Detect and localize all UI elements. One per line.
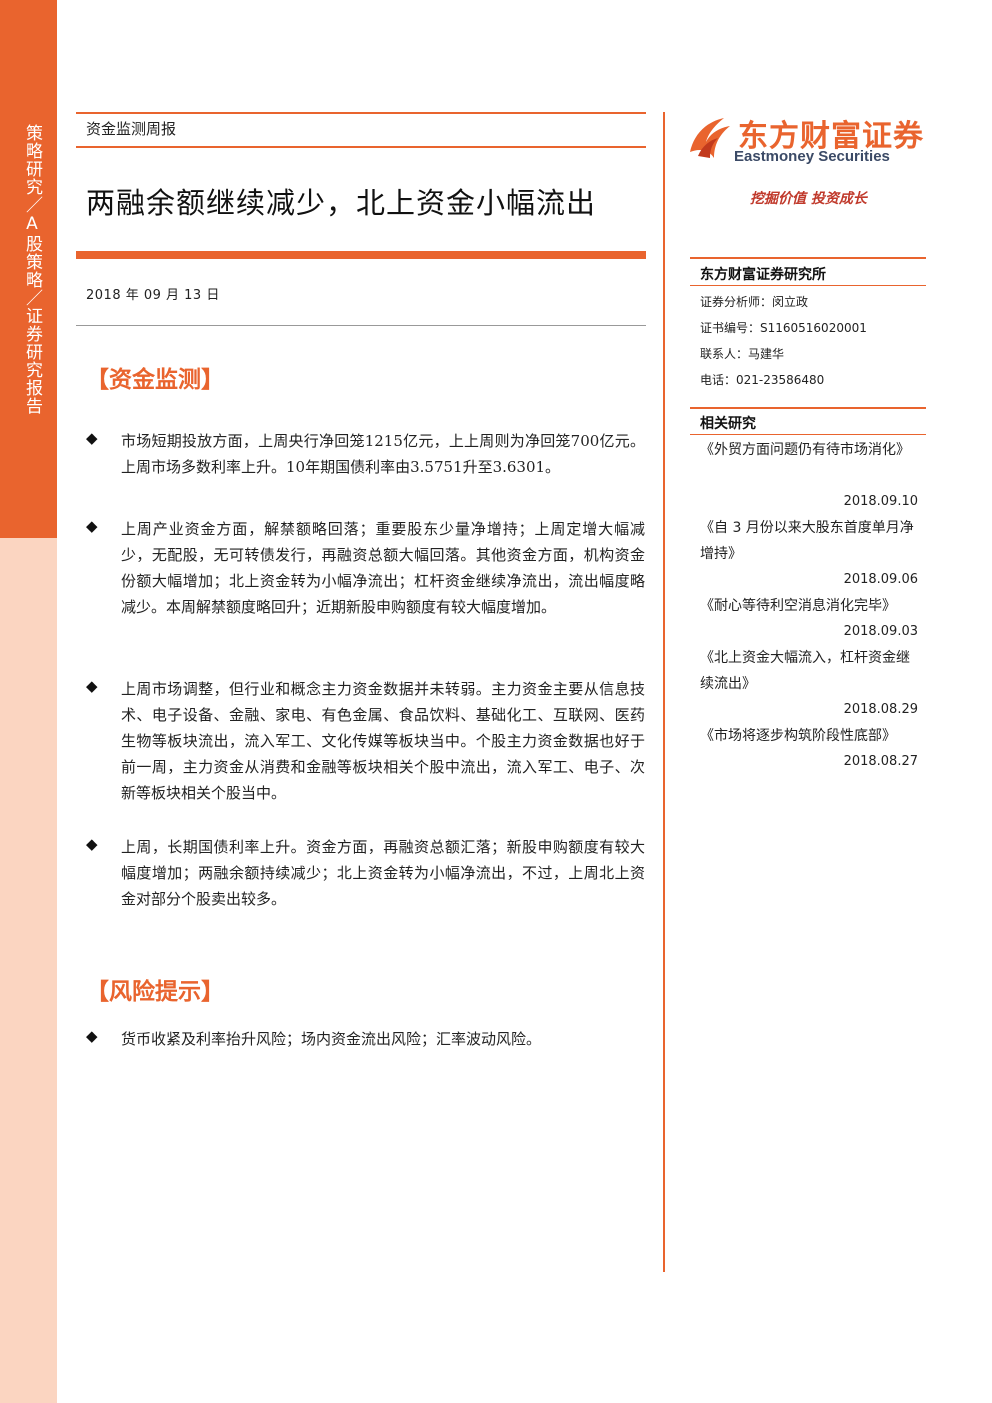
diamond-bullet-icon: ◆	[86, 1027, 98, 1045]
related-item-date: 2018.09.03	[843, 624, 918, 639]
report-title: 两融余额继续减少，北上资金小幅流出	[86, 186, 597, 220]
diamond-bullet-icon: ◆	[86, 517, 98, 535]
diamond-bullet-icon: ◆	[86, 835, 98, 853]
related-item-date: 2018.09.06	[843, 572, 918, 587]
header-sub-rule	[76, 146, 646, 148]
related-research-heading: 相关研究	[700, 416, 756, 432]
flame-logo-icon	[690, 118, 730, 158]
institute-bottom-rule	[690, 285, 926, 286]
section-heading-risk: 【风险提示】	[86, 978, 224, 1005]
related-item-title[interactable]: 《市场将逐步构筑阶段性底部》	[700, 728, 896, 744]
bullet-text: 市场短期投放方面，上周央行净回笼1215亿元，上上周则为净回笼700亿元。上周市…	[121, 432, 645, 476]
analyst-name: 证券分析师：闵立政	[700, 295, 809, 309]
institute-top-rule	[690, 257, 926, 259]
sidebar-band-lower	[0, 538, 57, 1403]
diamond-bullet-icon: ◆	[86, 677, 98, 695]
certificate-number: 证书编号：S1160516020001	[700, 321, 867, 335]
brand-name-cn: 东方财富证券	[738, 119, 924, 154]
contact-person: 联系人：马建华	[700, 347, 785, 361]
sidebar-band	[0, 0, 57, 538]
related-item-date: 2018.08.27	[843, 754, 918, 769]
bullet-text: 上周产业资金方面，解禁额略回落；重要股东少量净增持；上周定增大幅减少，无配股，无…	[121, 520, 645, 616]
related-item-date: 2018.08.29	[843, 702, 918, 717]
section-heading-monitor: 【资金监测】	[86, 366, 224, 393]
report-date: 2018 年 09 月 13 日	[86, 288, 220, 303]
report-type: 资金监测周报	[86, 120, 177, 138]
phone-number: 电话：021-23586480	[700, 373, 825, 387]
related-item-date: 2018.09.10	[843, 494, 918, 509]
related-top-rule	[690, 407, 926, 409]
brand-name-en: Eastmoney Securities	[734, 148, 890, 165]
bullet-text: 货币收紧及利率抬升风险；场内资金流出风险；汇率波动风险。	[121, 1030, 542, 1048]
related-item-title[interactable]: 《自 3 月份以来大股东首度单月净增持》	[700, 520, 914, 562]
related-item-title[interactable]: 《外贸方面问题仍有待市场消化》	[700, 442, 910, 458]
header-top-rule	[76, 112, 646, 114]
sidebar-category-label: 策略研究／A股策略／证券研究报告	[22, 124, 42, 415]
related-item-title[interactable]: 《北上资金大幅流入，杠杆资金继续流出》	[700, 650, 910, 692]
related-item-title[interactable]: 《耐心等待利空消息消化完毕》	[700, 598, 896, 614]
bullet-text: 上周市场调整，但行业和概念主力资金数据并未转弱。主力资金主要从信息技术、电子设备…	[121, 680, 645, 802]
related-bottom-rule	[690, 434, 926, 435]
date-rule	[76, 325, 646, 326]
title-thick-rule	[76, 251, 646, 259]
column-divider	[663, 112, 665, 1272]
bullet-text: 上周，长期国债利率上升。资金方面，再融资总额汇落；新股申购额度有较大幅度增加；两…	[121, 838, 645, 908]
institute-name: 东方财富证券研究所	[700, 267, 826, 283]
diamond-bullet-icon: ◆	[86, 429, 98, 447]
brand-slogan: 挖掘价值 投资成长	[750, 191, 867, 207]
